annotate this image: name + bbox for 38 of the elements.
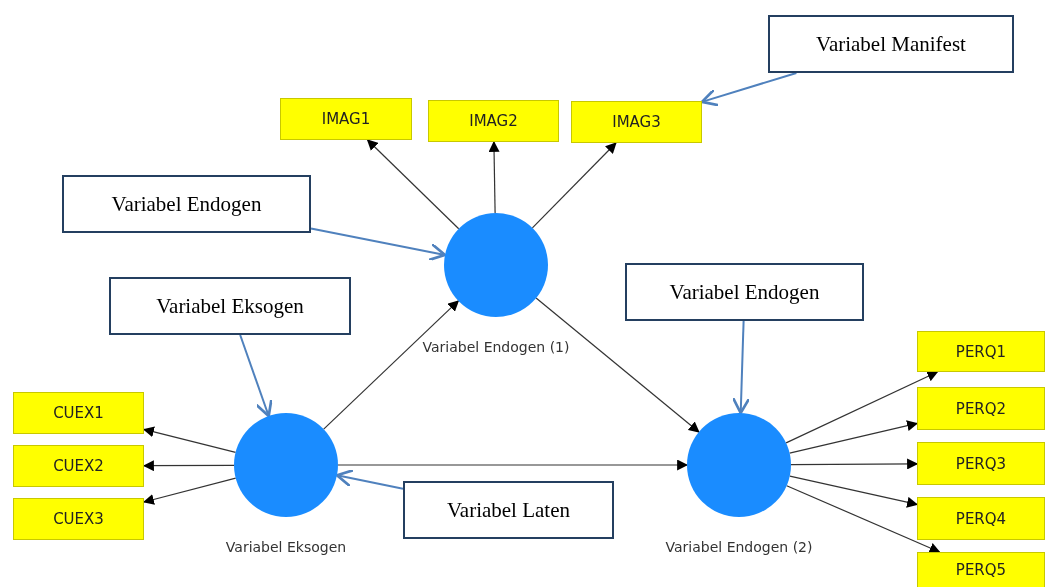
- indicator-box: CUEX3: [13, 498, 144, 540]
- indicator-box: PERQ4: [917, 497, 1045, 540]
- leader-arrow: [239, 334, 273, 418]
- arrow: [786, 485, 941, 554]
- indicator-box: PERQ3: [917, 442, 1045, 485]
- leader-arrow: [310, 227, 447, 262]
- arrow: [789, 475, 919, 508]
- indicator-box: PERQ2: [917, 387, 1045, 430]
- indicator-box: IMAG1: [280, 98, 412, 140]
- arrow: [790, 458, 919, 470]
- leader-arrow: [731, 320, 751, 415]
- arrow: [789, 420, 919, 454]
- leader-arrow: [335, 469, 404, 490]
- indicator-box: CUEX1: [13, 392, 144, 434]
- arrow: [142, 426, 237, 453]
- arrow: [323, 300, 460, 430]
- variable-label: Variabel Eksogen: [224, 538, 348, 557]
- indicator-box: PERQ1: [917, 331, 1045, 372]
- arrow: [142, 460, 235, 472]
- callout-box: Variabel Eksogen: [109, 277, 351, 335]
- arrow: [142, 477, 237, 505]
- arrow: [785, 371, 939, 444]
- indicator-box: IMAG2: [428, 100, 559, 142]
- callout-box: Variabel Manifest: [768, 15, 1014, 73]
- indicator-box: IMAG3: [571, 101, 702, 143]
- callout-box: Variabel Endogen: [625, 263, 864, 321]
- callout-box: Variabel Endogen: [62, 175, 311, 233]
- arrow: [535, 297, 700, 433]
- leader-arrow: [700, 72, 798, 107]
- variable-label: Variabel Endogen (1): [421, 338, 571, 357]
- arrow: [531, 142, 617, 229]
- variable-label: Variabel Endogen (2): [664, 538, 814, 557]
- callout-box: Variabel Laten: [403, 481, 614, 539]
- indicator-box: CUEX2: [13, 445, 144, 487]
- arrow: [337, 459, 689, 471]
- arrow: [488, 140, 500, 214]
- indicator-box: PERQ5: [917, 552, 1045, 587]
- arrow: [366, 139, 460, 230]
